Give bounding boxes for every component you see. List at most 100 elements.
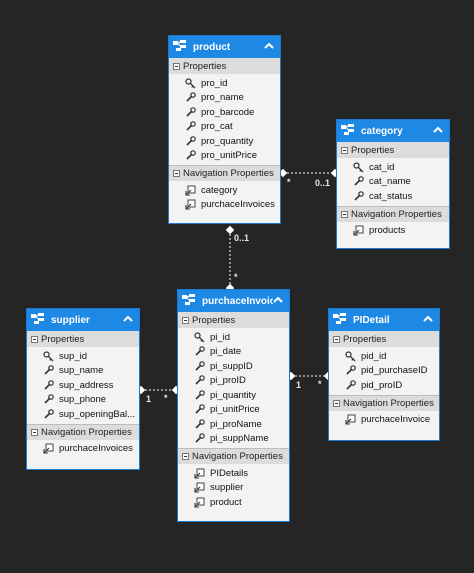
property-name: pid_purchaseID	[361, 365, 428, 377]
section-collapse-icon[interactable]	[333, 399, 340, 407]
property-item[interactable]: pi_id	[178, 330, 289, 345]
collapse-chevron-icon[interactable]	[433, 125, 443, 138]
property-item[interactable]: sup_address	[27, 378, 139, 393]
navigation-name: products	[369, 225, 406, 237]
property-item[interactable]: cat_id	[337, 160, 449, 175]
property-item[interactable]: pro_quantity	[169, 134, 280, 149]
property-name: pi_id	[210, 331, 231, 343]
property-item[interactable]: pro_barcode	[169, 105, 280, 120]
property-name: pi_date	[210, 346, 242, 358]
collapse-chevron-icon[interactable]	[264, 41, 274, 54]
property-icon	[194, 418, 205, 430]
property-item[interactable]: sup_id	[27, 349, 139, 364]
navigation-property-icon	[185, 185, 196, 196]
navigation-property-icon	[43, 443, 54, 454]
property-item[interactable]: sup_openingBal...	[27, 407, 139, 422]
entity-title: purchaceInvoice	[202, 295, 273, 307]
property-item[interactable]: pi_suppID	[178, 359, 289, 374]
section-collapse-icon[interactable]	[31, 428, 38, 436]
navigation-item[interactable]: product	[178, 495, 289, 510]
entity-header[interactable]: PIDetail	[329, 309, 439, 331]
entity-title: category	[361, 125, 403, 137]
multiplicity-product-category-category: 0..1	[315, 178, 331, 188]
property-item[interactable]: pi_quantity	[178, 388, 289, 403]
property-icon	[345, 365, 356, 376]
property-name: pi_suppID	[210, 360, 253, 372]
navigation-item[interactable]: purchaceInvoices	[169, 198, 280, 213]
property-icon	[185, 121, 196, 132]
entity-header[interactable]: product	[169, 36, 280, 58]
property-icon	[185, 106, 196, 118]
section-collapse-icon[interactable]	[31, 335, 38, 343]
section-collapse-icon[interactable]	[341, 146, 348, 154]
multiplicity-supplier-invoice-supplier: 1	[146, 394, 152, 404]
entity-title: product	[193, 41, 231, 53]
properties-section-header[interactable]: Properties	[169, 58, 280, 74]
navigation-item[interactable]: PIDetails	[178, 466, 289, 481]
property-name: cat_name	[369, 176, 411, 188]
section-label: Properties	[183, 60, 227, 72]
navigation-name: category	[201, 184, 238, 196]
property-item[interactable]: pid_purchaseID	[329, 364, 439, 379]
property-item[interactable]: pi_unitPrice	[178, 403, 289, 418]
property-item[interactable]: sup_phone	[27, 393, 139, 408]
key-icon	[194, 332, 205, 343]
entity-header[interactable]: category	[337, 120, 449, 142]
property-item[interactable]: pro_unitPrice	[169, 149, 280, 164]
navigation-section-header[interactable]: Navigation Properties	[27, 423, 139, 440]
section-collapse-icon[interactable]	[333, 335, 340, 343]
properties-section-header[interactable]: Properties	[337, 142, 449, 158]
multiplicity-invoice-detail-invoice: 1	[296, 380, 302, 390]
multiplicity-supplier-invoice-invoice: *	[164, 393, 168, 403]
property-item[interactable]: cat_status	[337, 189, 449, 204]
properties-section-header[interactable]: Properties	[27, 331, 139, 347]
navigation-item[interactable]: products	[337, 224, 449, 239]
property-icon	[43, 394, 54, 405]
entity-icon	[341, 123, 361, 139]
entity-purchaceInvoice[interactable]: purchaceInvoiceProperties pi_id pi_date pi_…	[177, 289, 290, 522]
property-item[interactable]: pi_proName	[178, 417, 289, 432]
property-item[interactable]: sup_name	[27, 364, 139, 379]
properties-section-header[interactable]: Properties	[178, 312, 289, 328]
properties-section-header[interactable]: Properties	[329, 331, 439, 347]
property-item[interactable]: cat_name	[337, 175, 449, 190]
navigation-section-header[interactable]: Navigation Properties	[178, 448, 289, 464]
section-collapse-icon[interactable]	[182, 316, 189, 324]
section-collapse-icon[interactable]	[173, 62, 180, 70]
property-icon	[185, 92, 196, 103]
entity-header[interactable]: supplier	[27, 309, 139, 331]
navigation-list: purchaceInvoices	[27, 440, 139, 459]
navigation-section-header[interactable]: Navigation Properties	[329, 394, 439, 411]
property-item[interactable]: pid_proID	[329, 378, 439, 393]
property-name: sup_phone	[59, 394, 107, 406]
property-item[interactable]: pi_suppName	[178, 432, 289, 447]
property-item[interactable]: pi_date	[178, 345, 289, 360]
section-collapse-icon[interactable]	[341, 210, 348, 218]
section-collapse-icon[interactable]	[173, 170, 180, 177]
navigation-item[interactable]: purchaceInvoice	[329, 413, 439, 428]
property-item[interactable]: pro_name	[169, 91, 280, 106]
section-collapse-icon[interactable]	[182, 453, 189, 460]
collapse-chevron-icon[interactable]	[273, 295, 283, 308]
navigation-section-header[interactable]: Navigation Properties	[337, 205, 449, 222]
navigation-item[interactable]: purchaceInvoices	[27, 442, 139, 457]
collapse-chevron-icon[interactable]	[423, 314, 433, 327]
entity-header[interactable]: purchaceInvoice	[178, 290, 289, 312]
property-item[interactable]: pi_proID	[178, 374, 289, 389]
section-label: Navigation Properties	[41, 426, 132, 438]
navigation-item[interactable]: category	[169, 183, 280, 198]
property-icon	[194, 346, 205, 357]
navigation-name: purchaceInvoices	[201, 199, 275, 211]
navigation-item[interactable]: supplier	[178, 481, 289, 496]
property-item[interactable]: pro_id	[169, 76, 280, 91]
navigation-section-header[interactable]: Navigation Properties	[169, 165, 280, 181]
entity-icon	[182, 293, 202, 309]
property-name: cat_id	[369, 161, 395, 173]
property-item[interactable]: pid_id	[329, 349, 439, 364]
collapse-chevron-icon[interactable]	[123, 314, 133, 327]
property-item[interactable]: pro_cat	[169, 120, 280, 135]
